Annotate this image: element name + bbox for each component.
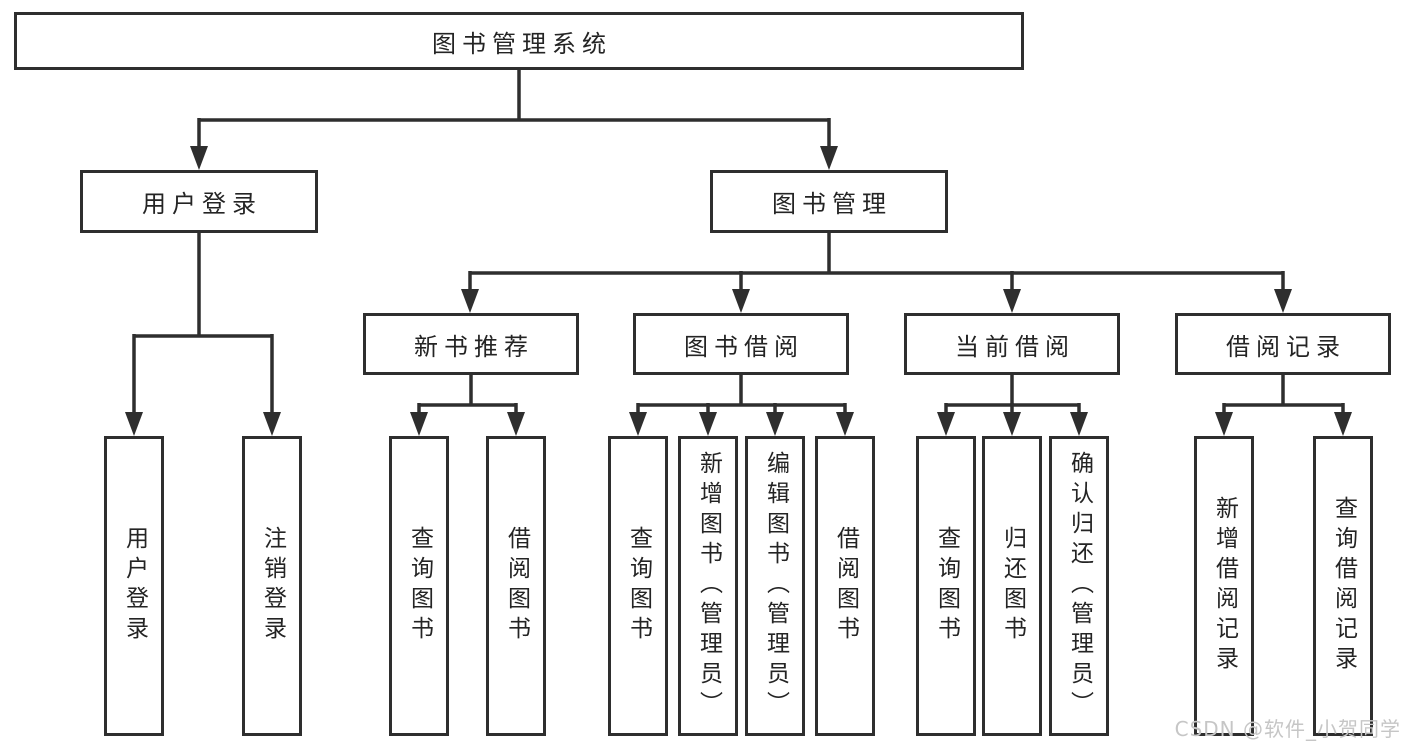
- leaf-add-book-admin: 新增图书（管理员）: [678, 436, 738, 736]
- leaf-return-book: 归还图书: [982, 436, 1042, 736]
- leaf-confirm-return-admin-label: 确认归还（管理员）: [1066, 451, 1093, 721]
- leaf-query-books-2: 查询图书: [608, 436, 668, 736]
- leaf-borrow-books-2: 借阅图书: [815, 436, 875, 736]
- leaf-add-borrow-record: 新增借阅记录: [1194, 436, 1254, 736]
- leaf-borrow-books-2-label: 借阅图书: [832, 526, 859, 646]
- leaf-confirm-return-admin: 确认归还（管理员）: [1049, 436, 1109, 736]
- node-current-borrow-label: 当前借阅: [955, 332, 1075, 361]
- leaf-query-books-1: 查询图书: [389, 436, 449, 736]
- leaf-user-login: 用户登录: [104, 436, 164, 736]
- leaf-query-books-3: 查询图书: [916, 436, 976, 736]
- node-book-borrow: 图书借阅: [633, 313, 849, 375]
- node-new-book-recommend: 新书推荐: [363, 313, 579, 375]
- leaf-edit-book-admin: 编辑图书（管理员）: [745, 436, 805, 736]
- leaf-return-book-label: 归还图书: [999, 526, 1026, 646]
- leaf-query-books-3-label: 查询图书: [933, 526, 960, 646]
- node-book-management-label: 图书管理: [772, 190, 892, 218]
- leaf-borrow-books-1: 借阅图书: [486, 436, 546, 736]
- node-user-login: 用户登录: [80, 170, 318, 233]
- leaf-query-books-2-label: 查询图书: [625, 526, 652, 646]
- leaf-edit-book-admin-label: 编辑图书（管理员）: [762, 451, 789, 721]
- leaf-user-login-label: 用户登录: [121, 526, 148, 646]
- leaf-query-books-1-label: 查询图书: [406, 526, 433, 646]
- node-book-management: 图书管理: [710, 170, 948, 233]
- node-current-borrow: 当前借阅: [904, 313, 1120, 375]
- leaf-logout-label: 注销登录: [259, 526, 286, 646]
- node-root-label: 图书管理系统: [432, 29, 612, 58]
- node-new-book-recommend-label: 新书推荐: [414, 332, 534, 361]
- csdn-watermark: CSDN @软件_小贺同学: [1174, 717, 1401, 741]
- leaf-query-borrow-record: 查询借阅记录: [1313, 436, 1373, 736]
- node-book-borrow-label: 图书借阅: [684, 332, 804, 361]
- node-borrow-records: 借阅记录: [1175, 313, 1391, 375]
- leaf-logout: 注销登录: [242, 436, 302, 736]
- leaf-add-borrow-record-label: 新增借阅记录: [1211, 496, 1238, 676]
- node-user-login-label: 用户登录: [142, 190, 262, 218]
- node-borrow-records-label: 借阅记录: [1226, 332, 1346, 361]
- leaf-query-borrow-record-label: 查询借阅记录: [1330, 496, 1357, 676]
- leaf-add-book-admin-label: 新增图书（管理员）: [695, 451, 722, 721]
- node-root: 图书管理系统: [14, 12, 1024, 70]
- leaf-borrow-books-1-label: 借阅图书: [503, 526, 530, 646]
